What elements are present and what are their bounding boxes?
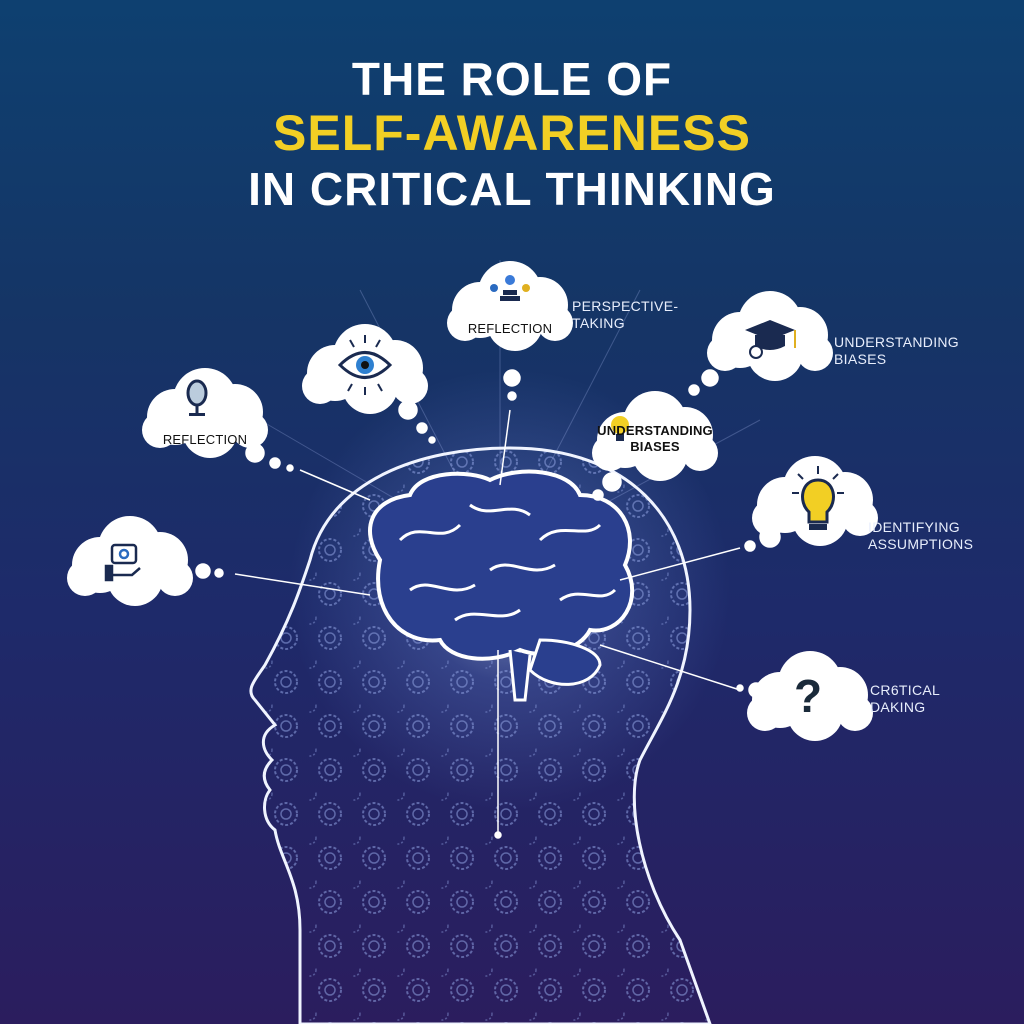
pedestal-figure-icon bbox=[490, 275, 530, 301]
label-line: DAKING bbox=[870, 699, 926, 715]
label-line: PERSPECTIVE- bbox=[572, 298, 679, 314]
bubble-label-understanding-biases: UNDERSTANDING BIASES bbox=[585, 423, 725, 455]
eye-icon bbox=[337, 335, 393, 395]
connectors bbox=[195, 369, 781, 839]
label-perspective-taking: PERSPECTIVE-TAKING bbox=[572, 298, 678, 332]
bubble-hand bbox=[67, 516, 193, 606]
question-mark-icon: ? bbox=[794, 670, 822, 722]
label-line: UNDERSTANDING bbox=[834, 334, 959, 350]
lightbulb-icon bbox=[792, 466, 844, 530]
graduation-cap-icon bbox=[745, 320, 796, 359]
bubble-label-reflection-top: REFLECTION bbox=[467, 321, 553, 336]
lightbulb-icon bbox=[611, 416, 629, 441]
label-line: BIASES bbox=[834, 351, 887, 367]
title-highlight: SELF-AWARENESS bbox=[273, 105, 751, 161]
label-line: TAKING bbox=[572, 315, 625, 331]
title-line-1: THE ROLE OF bbox=[351, 53, 673, 105]
title-line-3: IN CRITICAL THINKING bbox=[248, 163, 776, 215]
bubble-perspective-taking bbox=[447, 261, 573, 351]
hand-gear-icon bbox=[104, 543, 141, 582]
label-line: IDENTIFYING bbox=[868, 519, 960, 535]
bubble-label-reflection: REFLECTION bbox=[162, 432, 248, 447]
bubble-label-line: UNDERSTANDING bbox=[597, 423, 713, 438]
bubble-label-line: BIASES bbox=[630, 439, 680, 454]
label-line: CR6TICAL bbox=[870, 682, 941, 698]
mirror-icon bbox=[186, 379, 208, 416]
label-line: ASSUMPTIONS bbox=[868, 536, 974, 552]
brain-icon bbox=[368, 469, 635, 702]
